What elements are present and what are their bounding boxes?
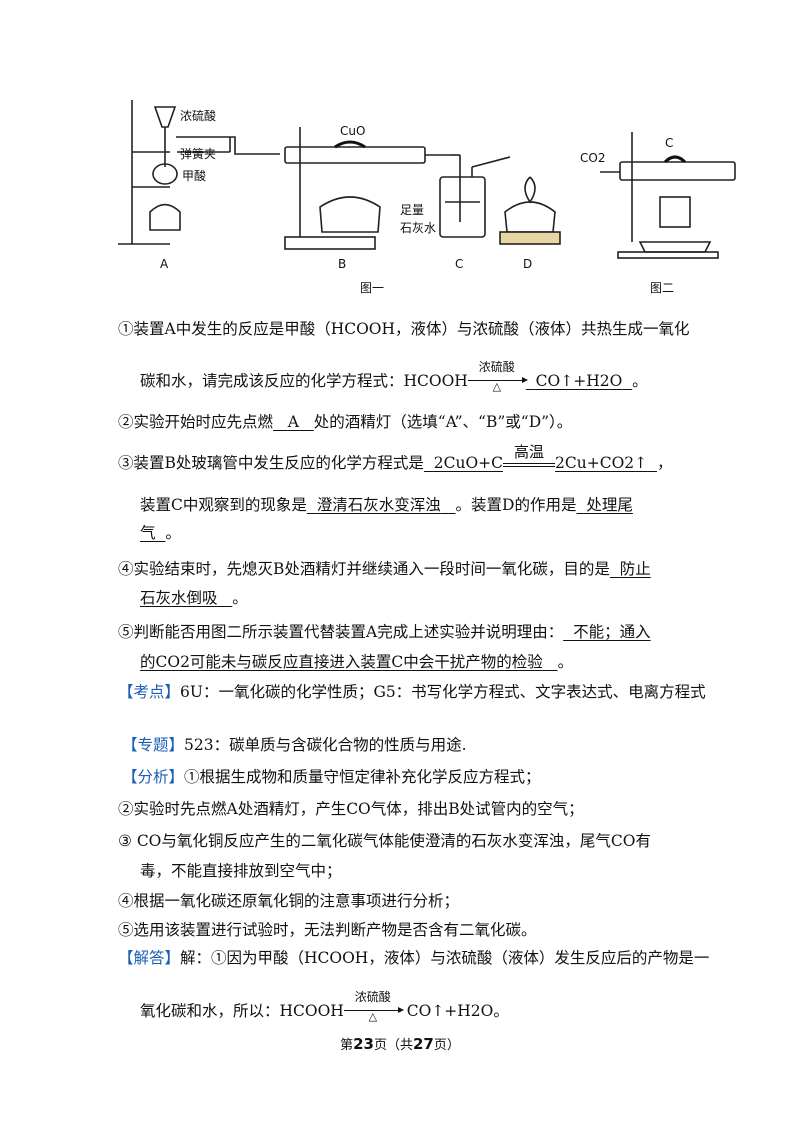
- fenxi-line-1: 【分析】①根据生成物和质量守恒定律补充化学反应方程式；: [122, 768, 541, 786]
- label-b: B: [338, 257, 346, 271]
- fenxi-line-2: ②实验时先点燃A处酒精灯，产生CO气体，排出B处试管内的空气；: [118, 800, 584, 818]
- label-cuo: CuO: [340, 124, 365, 138]
- q3-line-2: 装置C中观察到的现象是 澄清石灰水变浑浊 。装置D的作用是 处理尾: [140, 496, 633, 514]
- q3-answer-d: 处理尾: [586, 496, 633, 514]
- reaction-arrow-2: 浓硫酸△: [343, 991, 404, 1023]
- fenxi-line-4: 毒，不能直接排放到空气中；: [140, 862, 342, 880]
- q2-line: ②实验开始时应先点燃 A 处的酒精灯（选填“A”、“B”或“D”）。: [118, 413, 573, 431]
- figure-1-caption: 图一: [360, 281, 384, 295]
- q2-answer: A: [287, 413, 299, 431]
- figure-2-caption: 图二: [650, 281, 674, 295]
- q1-line-1: ①装置A中发生的反应是甲酸（HCOOH，液体）与浓硫酸（液体）共热生成一氧化: [118, 320, 690, 338]
- apparatus-figure: 浓硫酸 弹簧夹 甲酸 CuO 足量 石灰水 CO2 C A B C D 图一 图…: [118, 100, 736, 295]
- label-formic: 甲酸: [182, 168, 206, 183]
- label-limewater-2: 石灰水: [400, 221, 436, 235]
- fenxi-line-5: ④根据一氧化碳还原氧化铜的注意事项进行分析；: [118, 892, 460, 910]
- page-footer: 第23页（共27页）: [340, 1035, 460, 1053]
- fenxi-line-6: ⑤选用该装置进行试验时，无法判断产物是否含有二氧化碳。: [118, 921, 537, 939]
- q1-answer: CO↑+H2O: [535, 372, 623, 390]
- q3-line-3: 气 。: [140, 524, 181, 542]
- label-a: A: [160, 257, 169, 271]
- kaodian-line: 【考点】6U：一氧化碳的化学性质；G5：书写化学方程式、文字表达式、电离方程式: [118, 683, 706, 701]
- label-co2: CO2: [580, 151, 605, 165]
- label-c-bottle: C: [455, 257, 463, 271]
- label-clip: 弹簧夹: [180, 146, 216, 161]
- q5-line-2: 的CO2可能未与碳反应直接进入装置C中会干扰产物的检验 。: [140, 653, 574, 671]
- q3-answer-c: 澄清石灰水变浑浊: [316, 496, 441, 514]
- reaction-arrow: 浓硫酸△: [467, 361, 528, 393]
- jieda-line-1: 【解答】解：①因为甲酸（HCOOH，液体）与浓硫酸（液体）发生反应后的产物是一: [118, 949, 710, 967]
- label-limewater-1: 足量: [400, 203, 424, 217]
- label-h2so4: 浓硫酸: [180, 108, 216, 123]
- label-d: D: [523, 257, 532, 271]
- label-c: C: [665, 136, 673, 150]
- zhuanti-line: 【专题】523：碳单质与含碳化合物的性质与用途.: [122, 736, 467, 754]
- q5-line-1: ⑤判断能否用图二所示装置代替装置A完成上述实验并说明理由： 不能；通入: [118, 623, 651, 641]
- q4-line-1: ④实验结束时，先熄灭B处酒精灯并继续通入一段时间一氧化碳，目的是 防止: [118, 560, 651, 578]
- fenxi-line-3: ③ CO与氧化铜反应产生的二氧化碳气体能使澄清的石灰水变浑浊，尾气CO有: [118, 832, 651, 850]
- q4-line-2: 石灰水倒吸 。: [140, 589, 248, 607]
